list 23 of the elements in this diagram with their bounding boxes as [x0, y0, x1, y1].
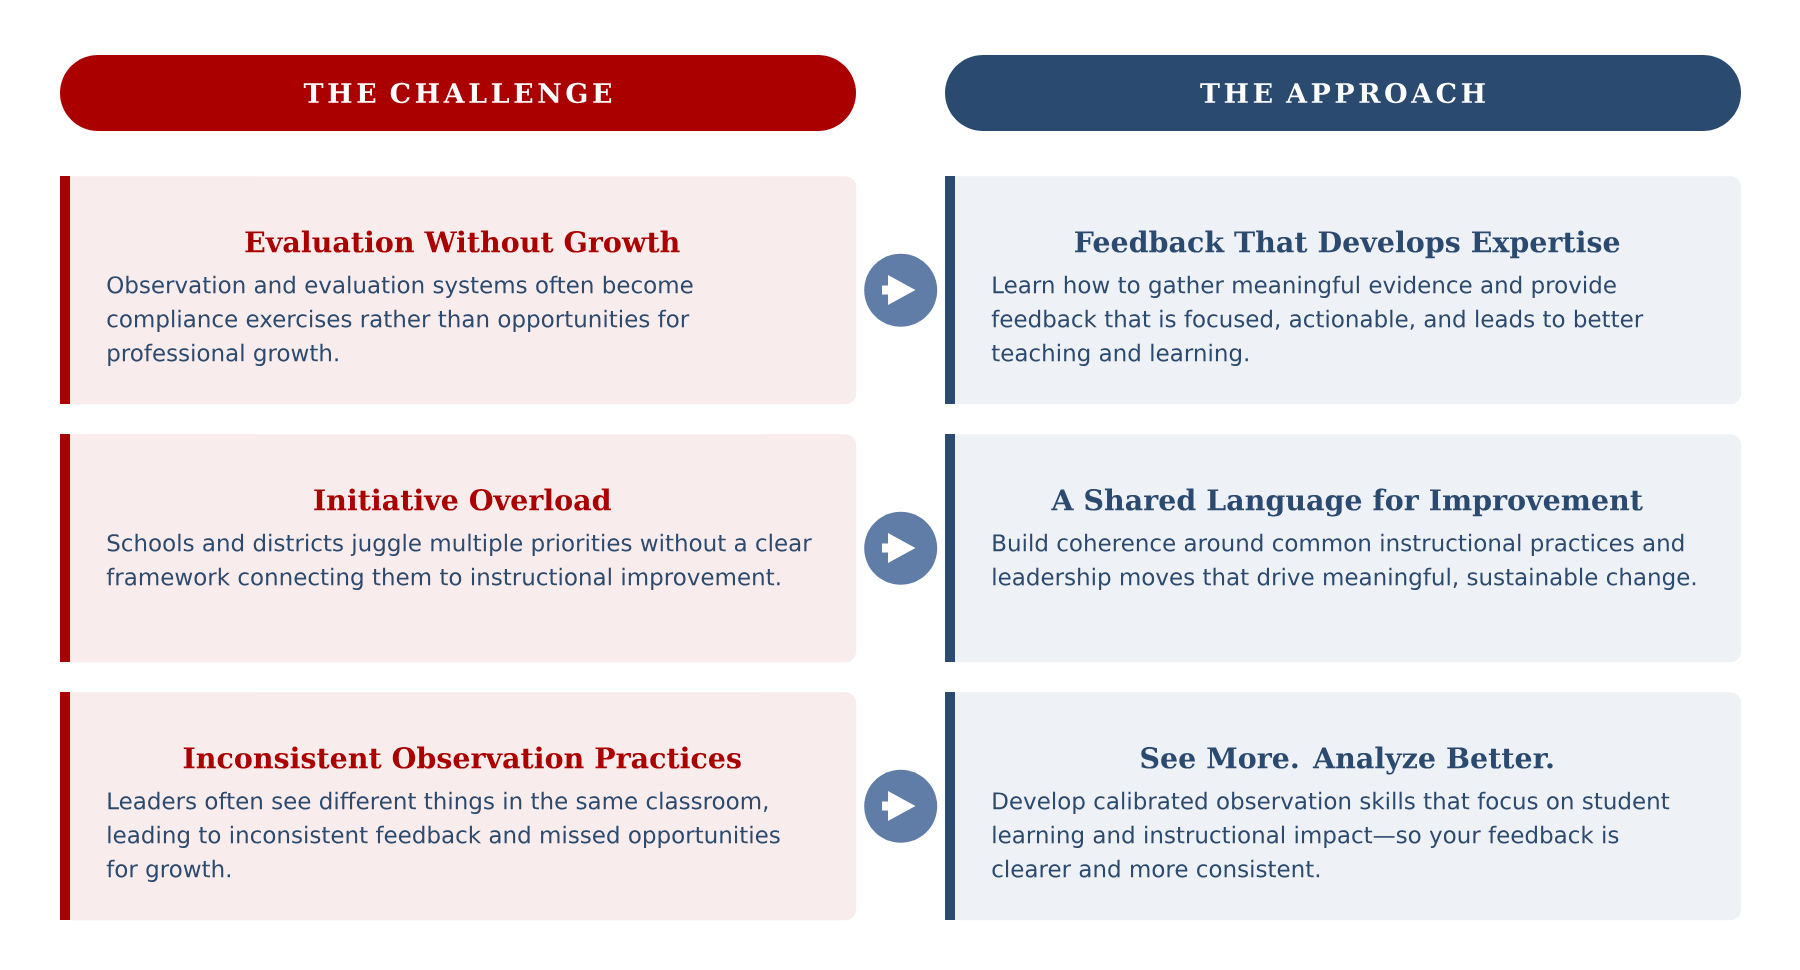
- card: [60, 692, 857, 921]
- card: [945, 692, 1742, 921]
- card: [945, 434, 1742, 663]
- card-heading: A Shared Language for Improvement: [1051, 488, 1643, 517]
- card-heading: Feedback That Develops Expertise: [1075, 230, 1620, 259]
- circle-arrow-icon: [864, 511, 938, 585]
- circle-arrow-icon: [864, 769, 938, 843]
- card-heading: Initiative Overload: [314, 488, 611, 511]
- header-banner: THE APPROACH: [945, 55, 1741, 131]
- header-banner: THE CHALLENGE: [60, 55, 856, 131]
- card-text: Observation and evaluation systems often become compliance exercises rather than opportunities for professional growth.: [107, 275, 693, 366]
- card-text: Leaders often see different things in the same classroom, leading to inconsistent feedback and missed opportunities for growth.: [106, 791, 780, 882]
- card: [60, 176, 857, 405]
- card-text: Learn how to gather meaningful evidence and provide feedback that is focused, actionable, and leads to better teaching and learning.: [991, 275, 1644, 366]
- card: [60, 434, 857, 663]
- card-heading: See More. Analyze Better.: [1141, 746, 1553, 775]
- card-text: Build coherence around common instructional practices and leadership moves that drive meaningful, sustainable change.: [993, 533, 1696, 590]
- card-heading: Inconsistent Observation Practices: [183, 746, 741, 769]
- card-heading: Evaluation Without Growth: [245, 230, 680, 253]
- circle-arrow-icon: [864, 253, 938, 327]
- card-text: Develop calibrated observation skills that focus on student learning and instructional impact—so your feedback is clearer and more consistent.: [992, 791, 1670, 878]
- card-text: Schools and districts juggle multiple priorities without a clear framework connecting them to instructional improvement.: [106, 533, 812, 590]
- card: [945, 176, 1742, 405]
